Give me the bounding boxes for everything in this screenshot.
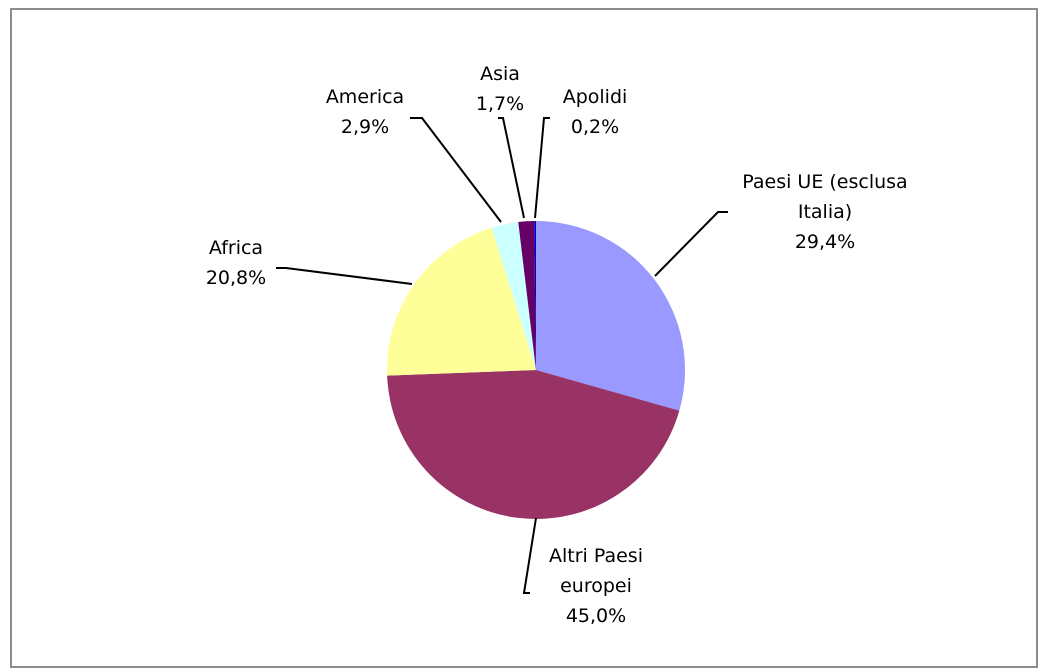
data-label-line: 45,0% bbox=[566, 605, 626, 627]
data-label-line: America bbox=[326, 86, 404, 108]
data-label-line: 1,7% bbox=[476, 93, 524, 115]
data-label-line: 0,2% bbox=[571, 116, 619, 138]
pie-slice-apolidi bbox=[534, 220, 536, 370]
pie-slice-paesi-ue-esclusa-italia bbox=[536, 221, 685, 411]
leader-line-paesi-ue-esclusa-italia bbox=[654, 211, 728, 277]
data-label-america: America 2,9% bbox=[326, 86, 404, 138]
leader-lines bbox=[276, 117, 728, 594]
data-label-asia: Asia 1,7% bbox=[476, 63, 524, 115]
leader-line-asia bbox=[498, 117, 525, 219]
data-label-africa: Africa 20,8% bbox=[206, 237, 266, 289]
data-label-line: Altri Paesi bbox=[549, 545, 643, 567]
data-label-line: 20,8% bbox=[206, 267, 266, 289]
data-label-line: Italia) bbox=[798, 201, 852, 223]
data-label-altri-paesi-europei: Altri Paesi europei 45,0% bbox=[549, 545, 643, 627]
pie-slice-america bbox=[491, 222, 536, 370]
data-label-apolidi: Apolidi 0,2% bbox=[563, 86, 628, 138]
pie-slice-africa bbox=[387, 227, 536, 376]
pie-slice-asia bbox=[518, 221, 536, 370]
data-label-line: Paesi UE (esclusa bbox=[742, 171, 907, 193]
leader-line-africa bbox=[276, 267, 413, 285]
pie-slice-altri-paesi-europei bbox=[387, 370, 680, 519]
pie-slices bbox=[387, 220, 685, 519]
data-label-line: 29,4% bbox=[795, 231, 855, 253]
data-label-line: 2,9% bbox=[341, 116, 389, 138]
data-label-line: Asia bbox=[480, 63, 520, 85]
data-label-line: Apolidi bbox=[563, 86, 628, 108]
leader-line-apolidi bbox=[534, 117, 550, 219]
leader-line-america bbox=[410, 117, 502, 223]
data-label-line: europei bbox=[560, 575, 632, 597]
leader-line-altri-paesi-europei bbox=[522, 517, 537, 594]
data-label-line: Africa bbox=[209, 237, 263, 259]
